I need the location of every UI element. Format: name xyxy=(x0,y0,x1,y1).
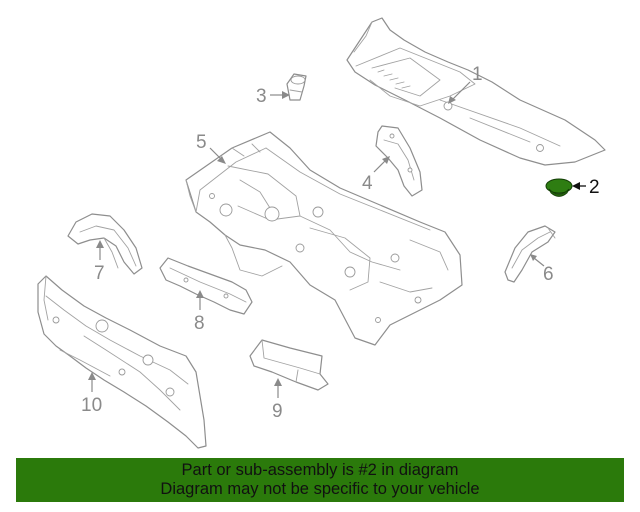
callout-3: 3 xyxy=(256,86,267,107)
part-7-side-bracket[interactable] xyxy=(67,213,143,275)
callout-leaders xyxy=(88,81,586,398)
banner-line-part-number: Part or sub-assembly is #2 in diagram xyxy=(181,461,459,479)
parts-diagram: 1 2 3 4 5 6 7 8 9 10 xyxy=(37,17,606,449)
callout-10: 10 xyxy=(81,395,102,416)
callout-8: 8 xyxy=(194,313,205,334)
callout-1: 1 xyxy=(472,64,483,85)
callout-5: 5 xyxy=(196,132,207,153)
banner-line-disclaimer: Diagram may not be specific to your vehi… xyxy=(160,480,480,498)
callout-4: 4 xyxy=(362,173,373,194)
part-2-grommet[interactable] xyxy=(545,178,573,197)
part-10-insulator[interactable] xyxy=(37,275,207,449)
part-4-brace[interactable] xyxy=(375,125,423,197)
callout-7: 7 xyxy=(94,263,105,284)
part-9-bracket[interactable] xyxy=(249,339,329,391)
part-1-cowl-panel[interactable] xyxy=(346,17,606,166)
part-5-dash-panel[interactable] xyxy=(185,131,463,346)
part-3-bracket[interactable] xyxy=(286,73,307,101)
callout-9: 9 xyxy=(272,401,283,422)
callout-6: 6 xyxy=(543,264,554,285)
callout-2: 2 xyxy=(589,177,600,198)
part-8-reinforcement[interactable] xyxy=(159,257,253,315)
info-banner: Part or sub-assembly is #2 in diagram Di… xyxy=(16,458,624,502)
